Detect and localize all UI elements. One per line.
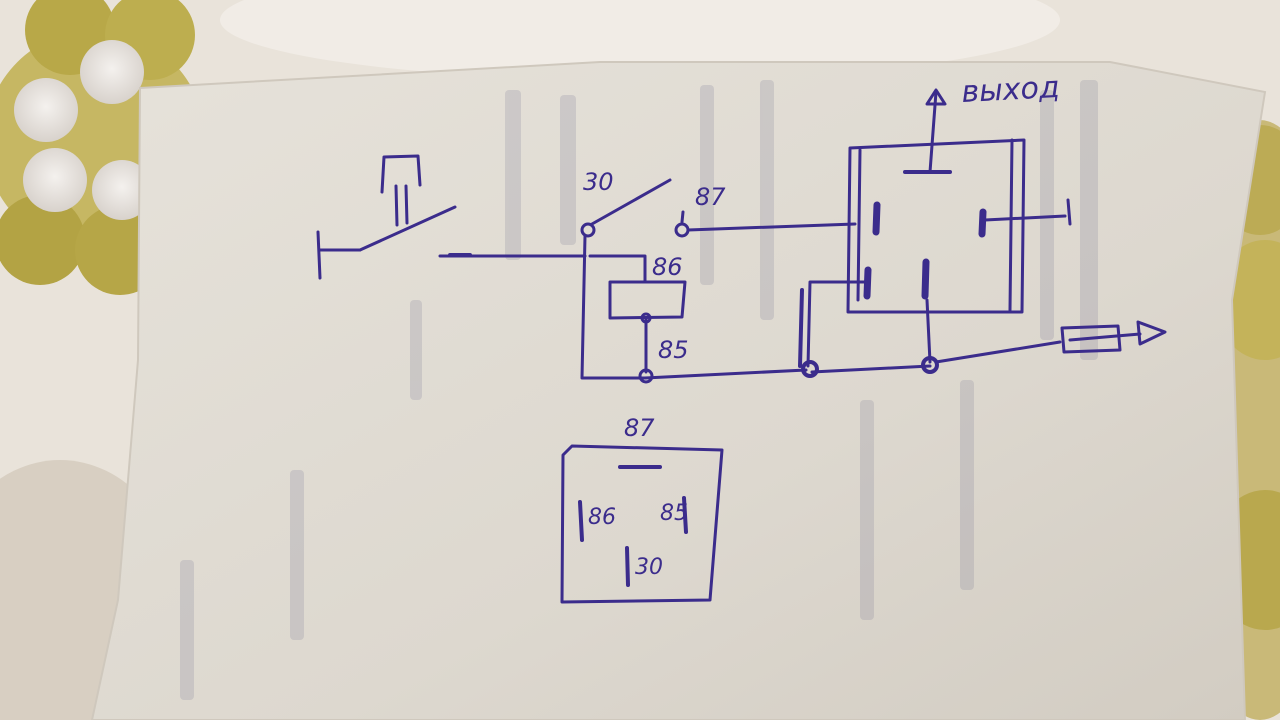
output-module bbox=[846, 88, 1072, 364]
pin-30-label: 30 bbox=[583, 168, 614, 196]
relay-schematic bbox=[316, 88, 1167, 604]
fuse-output bbox=[934, 320, 1167, 364]
pinout-right-label: 85 bbox=[660, 501, 688, 526]
pinout-left-label: 86 bbox=[588, 505, 616, 530]
push-button-switch bbox=[316, 154, 457, 280]
pin-86-label: 86 bbox=[652, 253, 683, 281]
pinout-top-label: 87 bbox=[624, 414, 655, 442]
paper-sheet bbox=[90, 61, 1267, 720]
pinout-bottom-label: 30 bbox=[635, 555, 663, 580]
relay-coil bbox=[588, 254, 687, 384]
output-label: выход bbox=[961, 70, 1061, 110]
relay-contact-30-87 bbox=[580, 178, 857, 238]
schematic-labels: выход 30 87 86 85 87 86 85 30 bbox=[583, 70, 1061, 580]
pin-85-label: 85 bbox=[658, 336, 689, 364]
pin-87-label: 87 bbox=[695, 183, 726, 211]
relay-pinout-box bbox=[560, 444, 724, 604]
